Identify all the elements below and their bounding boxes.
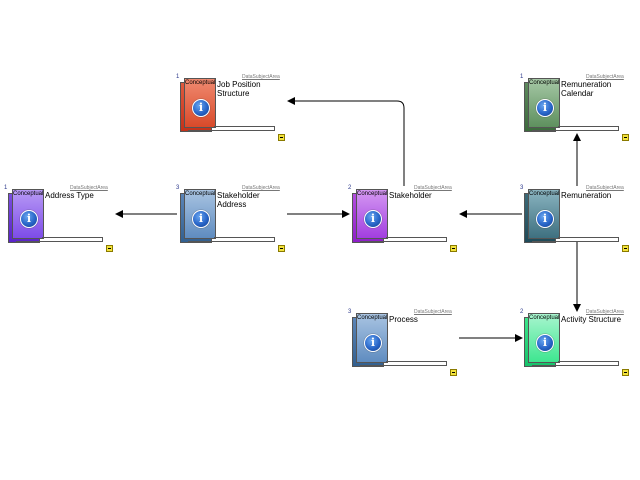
node-activity-structure[interactable]: 2 DataSubjectArea Conceptual i Activity … <box>520 309 630 383</box>
node-number: 2 <box>520 309 524 315</box>
divider <box>532 365 618 366</box>
subject-area-link[interactable]: DataSubjectArea <box>414 309 452 315</box>
node-stakeholder[interactable]: 2 DataSubjectArea Conceptual i Stakehold… <box>348 185 458 259</box>
divider <box>446 237 447 242</box>
entity-title: Process <box>389 315 418 324</box>
info-icon[interactable]: i <box>364 334 382 352</box>
conceptual-tag: Conceptual <box>185 80 216 86</box>
entity-title-box: Activity Structure <box>558 313 624 361</box>
collapse-icon[interactable] <box>278 134 285 141</box>
divider <box>102 237 103 242</box>
edge-stakeholder-to-job-position-structure <box>287 97 405 186</box>
subject-area-link[interactable]: DataSubjectArea <box>586 185 624 191</box>
entity-title-box: Remuneration Calendar <box>558 78 624 126</box>
node-number: 2 <box>348 185 352 191</box>
info-icon[interactable]: i <box>192 99 210 117</box>
conceptual-tag: Conceptual <box>529 315 560 321</box>
node-number: 3 <box>348 309 352 315</box>
entity-title: Address Type <box>45 191 94 200</box>
entity-title-box: Address Type <box>42 189 108 237</box>
entity-card: Conceptual i <box>356 313 388 363</box>
info-icon[interactable]: i <box>536 210 554 228</box>
subject-area-link[interactable]: DataSubjectArea <box>586 74 624 80</box>
conceptual-tag: Conceptual <box>13 191 44 197</box>
subject-area-link[interactable]: DataSubjectArea <box>242 74 280 80</box>
divider <box>532 241 618 242</box>
node-remuneration-calendar[interactable]: 1 DataSubjectArea Conceptual i Remunerat… <box>520 74 630 148</box>
node-number: 1 <box>520 74 524 80</box>
node-address-type[interactable]: 1 DataSubjectArea Conceptual i Address T… <box>4 185 114 259</box>
entity-title-box: Stakeholder <box>386 189 452 237</box>
collapse-icon[interactable] <box>622 134 629 141</box>
subject-area-link[interactable]: DataSubjectArea <box>586 309 624 315</box>
divider <box>446 361 447 366</box>
divider <box>360 365 446 366</box>
entity-title: Activity Structure <box>561 315 622 324</box>
divider <box>618 361 619 366</box>
info-icon[interactable]: i <box>364 210 382 228</box>
collapse-icon[interactable] <box>278 245 285 252</box>
info-icon[interactable]: i <box>20 210 38 228</box>
collapse-icon[interactable] <box>622 369 629 376</box>
entity-title: Job Position Structure <box>217 80 261 98</box>
subject-area-link[interactable]: DataSubjectArea <box>70 185 108 191</box>
divider <box>386 237 446 238</box>
collapse-icon[interactable] <box>450 369 457 376</box>
node-job-position-structure[interactable]: 1 DataSubjectArea Conceptual i Job Posit… <box>176 74 286 148</box>
divider <box>188 130 274 131</box>
divider <box>558 126 618 127</box>
conceptual-tag: Conceptual <box>529 80 560 86</box>
divider <box>274 237 275 242</box>
entity-title: Stakeholder Address <box>217 191 260 209</box>
entity-title-box: Process <box>386 313 452 361</box>
entity-card: Conceptual i <box>184 189 216 239</box>
subject-area-link[interactable]: DataSubjectArea <box>242 185 280 191</box>
node-number: 3 <box>520 185 524 191</box>
entity-title: Remuneration <box>561 191 612 200</box>
entity-title-box: Job Position Structure <box>214 78 280 126</box>
divider <box>188 241 274 242</box>
divider <box>386 361 446 362</box>
conceptual-tag: Conceptual <box>357 315 388 321</box>
collapse-icon[interactable] <box>450 245 457 252</box>
conceptual-tag: Conceptual <box>185 191 216 197</box>
collapse-icon[interactable] <box>106 245 113 252</box>
node-remuneration[interactable]: 3 DataSubjectArea Conceptual i Remunerat… <box>520 185 630 259</box>
conceptual-tag: Conceptual <box>357 191 388 197</box>
node-stakeholder-address[interactable]: 3 DataSubjectArea Conceptual i Stakehold… <box>176 185 286 259</box>
entity-title-box: Stakeholder Address <box>214 189 280 237</box>
divider <box>558 361 618 362</box>
divider <box>558 237 618 238</box>
info-icon[interactable]: i <box>536 99 554 117</box>
divider <box>16 241 102 242</box>
node-process[interactable]: 3 DataSubjectArea Conceptual i Process <box>348 309 458 383</box>
node-number: 3 <box>176 185 180 191</box>
conceptual-tag: Conceptual <box>529 191 560 197</box>
entity-card: Conceptual i <box>356 189 388 239</box>
node-number: 1 <box>176 74 180 80</box>
divider <box>214 126 274 127</box>
entity-title: Remuneration Calendar <box>561 80 612 98</box>
entity-card: Conceptual i <box>528 78 560 128</box>
subject-area-link[interactable]: DataSubjectArea <box>414 185 452 191</box>
divider <box>618 126 619 131</box>
info-icon[interactable]: i <box>536 334 554 352</box>
divider <box>618 237 619 242</box>
divider <box>214 237 274 238</box>
info-icon[interactable]: i <box>192 210 210 228</box>
entity-card: Conceptual i <box>184 78 216 128</box>
node-number: 1 <box>4 185 8 191</box>
collapse-icon[interactable] <box>622 245 629 252</box>
divider <box>42 237 102 238</box>
entity-card: Conceptual i <box>528 189 560 239</box>
divider <box>274 126 275 131</box>
divider <box>532 130 618 131</box>
entity-title-box: Remuneration <box>558 189 624 237</box>
divider <box>360 241 446 242</box>
entity-title: Stakeholder <box>389 191 432 200</box>
entity-card: Conceptual i <box>528 313 560 363</box>
entity-card: Conceptual i <box>12 189 44 239</box>
